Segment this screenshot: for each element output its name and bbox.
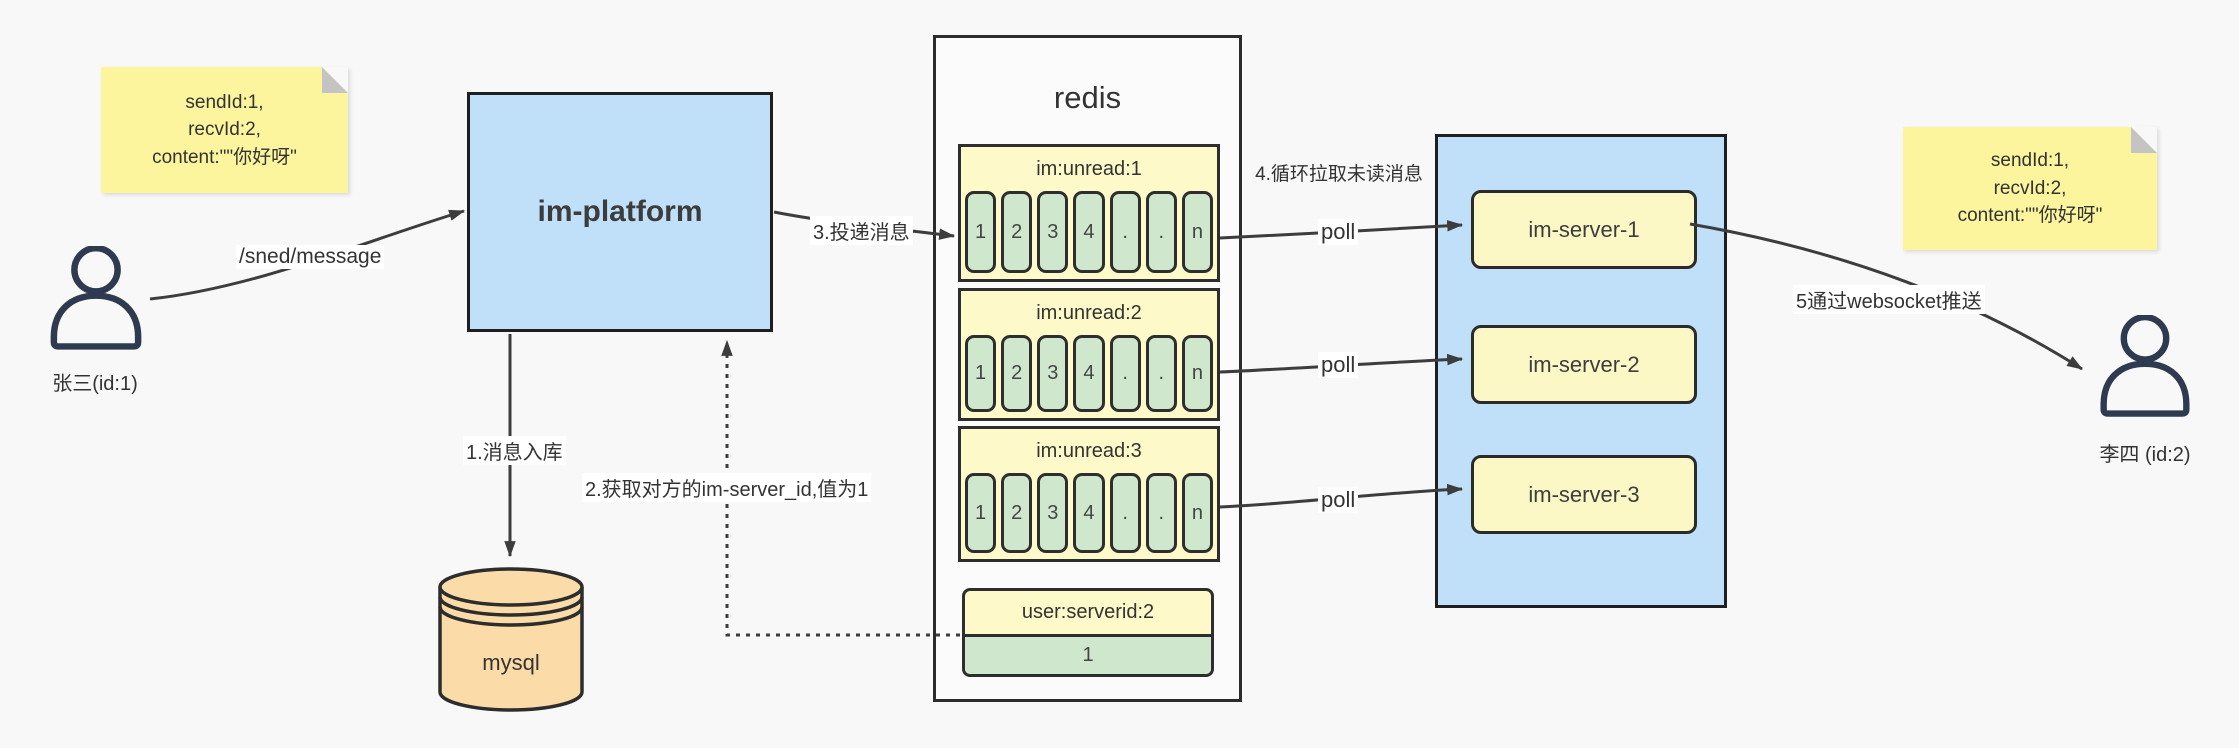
queue-cell: . (1109, 191, 1141, 273)
note-sender: sendId:1, recvId:2, content:""你好呀" (101, 67, 348, 193)
im-server-3-label: im-server-3 (1528, 481, 1640, 507)
label-poll-1: poll (1318, 219, 1359, 245)
note-line: sendId:1, (1990, 150, 2070, 172)
label-send-api: /sned/message (236, 245, 385, 269)
label-step1: 1.消息入库 (463, 436, 566, 465)
person-icon (2100, 313, 2190, 417)
note-line: content:""你好呀" (1957, 205, 2103, 227)
label-poll-2: poll (1318, 352, 1359, 378)
im-server-1-label: im-server-1 (1528, 216, 1640, 242)
kv-title: user:serverid:2 (1021, 601, 1155, 623)
im-server-1-box: im-server-1 (1471, 190, 1697, 269)
queue-cell: . (1109, 335, 1141, 412)
im-platform-label: im-platform (537, 195, 703, 228)
queue-cell: 1 (965, 335, 997, 412)
database-icon (438, 567, 584, 712)
queue-cell: . (1145, 335, 1177, 412)
queue-cell: . (1145, 473, 1177, 553)
kv-user-serverid: user:serverid:2 1 (962, 588, 1214, 677)
queue-cell: 2 (1001, 473, 1033, 553)
im-server-group-box: im-server-1 im-server-2 im-server-3 (1435, 134, 1727, 608)
queue-cell: . (1145, 191, 1177, 273)
mysql-label: mysql (482, 650, 540, 675)
user-sender-icon (42, 244, 150, 354)
label-step2: 2.获取对方的im-server_id,值为1 (582, 473, 872, 502)
im-server-2-label: im-server-2 (1528, 351, 1640, 377)
note-line: sendId:1, (185, 91, 264, 113)
label-step3: 3.投递消息 (810, 216, 913, 245)
note-line: recvId:2, (188, 119, 261, 141)
queue-title: im:unread:2 (1036, 301, 1142, 324)
user-receiver-icon (2092, 313, 2198, 421)
im-server-2-box: im-server-2 (1471, 325, 1697, 404)
note-line: content:""你好呀" (152, 146, 297, 168)
queue-title: im:unread:1 (1036, 157, 1142, 180)
note-line: recvId:2, (1993, 177, 2067, 199)
queue-cell: 4 (1073, 335, 1105, 412)
queue-cell: 3 (1037, 335, 1069, 412)
queue-cell: n (1181, 191, 1213, 273)
queue-cell: 2 (1001, 191, 1033, 273)
queue-cell: . (1109, 473, 1141, 553)
user-sender-label: 张三(id:1) (52, 373, 138, 395)
queue-cell: 3 (1037, 473, 1069, 553)
mysql-cylinder: mysql (436, 566, 586, 714)
note-receiver: sendId:1, recvId:2, content:""你好呀" (1903, 127, 2157, 250)
person-icon (50, 244, 142, 350)
queue-cell: 1 (965, 473, 997, 553)
queue-cell: 4 (1073, 191, 1105, 273)
queue-title: im:unread:3 (1036, 439, 1142, 462)
label-step5: 5通过websocket推送 (1793, 285, 1985, 314)
queue-cell: n (1181, 335, 1213, 412)
label-poll-3: poll (1318, 487, 1359, 513)
user-receiver-label: 李四 (id:2) (2099, 444, 2191, 466)
im-server-3-box: im-server-3 (1471, 455, 1697, 534)
kv-value: 1 (965, 634, 1211, 674)
label-step4: 4.循环拉取未读消息 (1255, 164, 1423, 185)
redis-title: redis (1053, 80, 1122, 115)
queue-cell: 3 (1037, 191, 1069, 273)
queue-cell: 1 (965, 191, 997, 273)
im-platform-box: im-platform (467, 92, 773, 332)
queue-cell: 4 (1073, 473, 1105, 553)
queue-cell: 2 (1001, 335, 1033, 412)
queue-cell: n (1181, 473, 1213, 553)
